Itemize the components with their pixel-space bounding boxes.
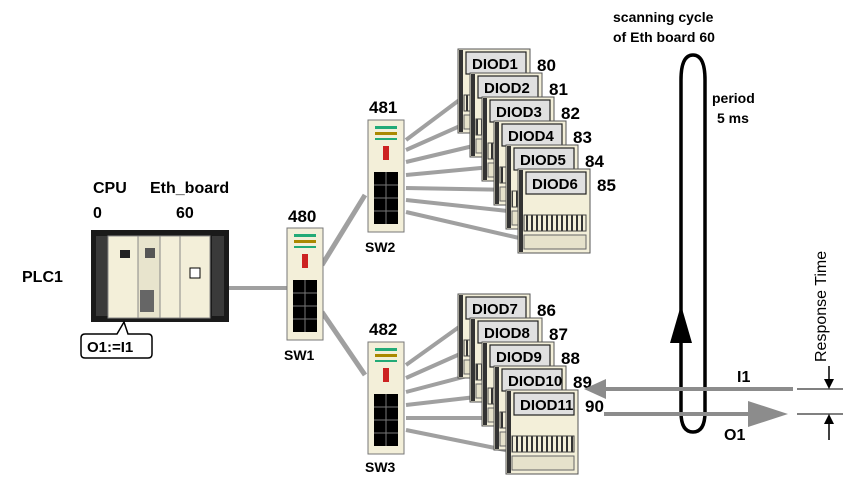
- input-arrow: [584, 379, 793, 399]
- plc-cpu-address: 0: [93, 205, 102, 222]
- diod-label: DIOD11: [520, 397, 573, 414]
- diod-label: DIOD1: [472, 56, 518, 73]
- switch-sw1[interactable]: [286, 227, 324, 341]
- response-time-dimension: [797, 366, 843, 440]
- switch-sw2[interactable]: [367, 119, 405, 233]
- diod-label: DIOD9: [496, 349, 542, 366]
- sw3-name: SW3: [365, 459, 396, 475]
- diod-device-diod6[interactable]: DIOD6: [517, 168, 591, 254]
- sw2-address: 481: [369, 98, 397, 117]
- diod-address: 83: [573, 128, 592, 147]
- diod-address: 88: [561, 349, 580, 368]
- response-time-label: Response Time: [813, 251, 830, 362]
- diod-device-diod11[interactable]: DIOD11: [505, 389, 579, 475]
- switch-sw3[interactable]: [367, 341, 405, 455]
- program-callout: [80, 320, 153, 359]
- plc-eth-label: Eth_board: [150, 180, 229, 197]
- period-line1: period: [712, 90, 755, 106]
- diod-address: 86: [537, 301, 556, 320]
- plc-name: PLC1: [22, 269, 63, 286]
- program-text: O1:=I1: [87, 339, 133, 356]
- sw1-address: 480: [288, 207, 316, 226]
- output-arrow: [604, 401, 788, 427]
- diod-label: DIOD7: [472, 301, 518, 318]
- diod-label: DIOD6: [532, 176, 578, 193]
- plc-eth-address: 60: [176, 205, 194, 222]
- diod-address: 85: [597, 176, 616, 195]
- cycle-title-line2: of Eth board 60: [613, 29, 715, 45]
- diod-address: 89: [573, 373, 592, 392]
- diod-label: DIOD10: [508, 373, 562, 390]
- diod-label: DIOD3: [496, 104, 542, 121]
- diod-address: 84: [585, 152, 604, 171]
- input-label: I1: [737, 369, 750, 386]
- diod-label: DIOD2: [484, 80, 530, 97]
- diod-label: DIOD4: [508, 128, 555, 145]
- diod-address: 81: [549, 80, 568, 99]
- sw3-address: 482: [369, 320, 397, 339]
- period-line2: 5 ms: [717, 110, 749, 126]
- diod-label: DIOD8: [484, 325, 530, 342]
- diod-address: 82: [561, 104, 580, 123]
- sw1-name: SW1: [284, 347, 315, 363]
- sw2-name: SW2: [365, 239, 396, 255]
- output-label: O1: [724, 427, 745, 444]
- diod-address: 87: [549, 325, 568, 344]
- cycle-title-line1: scanning cycle: [613, 9, 714, 25]
- scan-cycle-loop: [670, 53, 707, 434]
- diod-address: 80: [537, 56, 556, 75]
- plc-cpu-label: CPU: [93, 180, 127, 197]
- plc-rack[interactable]: [91, 230, 229, 322]
- diod-address: 90: [585, 397, 604, 416]
- diod-label: DIOD5: [520, 152, 566, 169]
